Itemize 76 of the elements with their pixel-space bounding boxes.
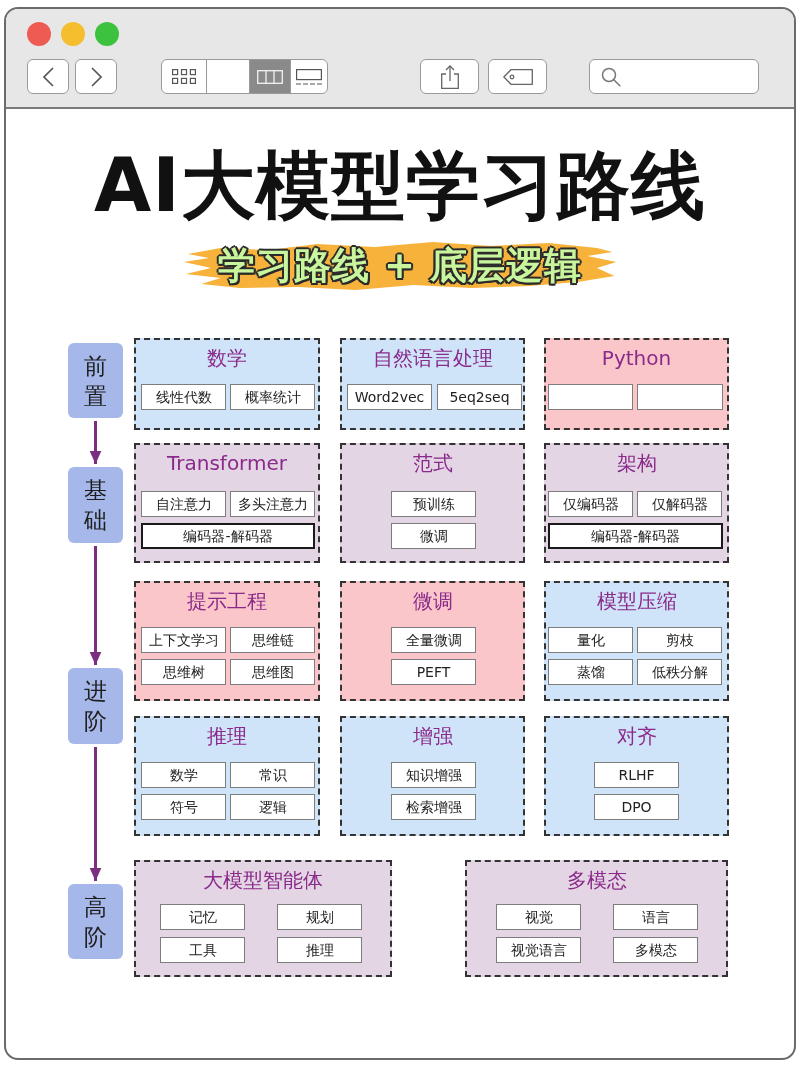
topic-box: 预训练 bbox=[391, 491, 476, 517]
group-panel bbox=[340, 443, 525, 563]
group-panel bbox=[134, 443, 320, 563]
blank-box bbox=[637, 384, 723, 410]
group-title: Python bbox=[601, 345, 672, 372]
topic-box: 线性代数 bbox=[141, 384, 226, 410]
group-panel bbox=[134, 338, 320, 430]
group-title: 数学 bbox=[207, 345, 247, 372]
stage-box: 基础 bbox=[68, 467, 123, 543]
topic-box: 蒸馏 bbox=[548, 659, 633, 685]
arrow bbox=[89, 421, 102, 464]
group-panel bbox=[340, 581, 525, 701]
stage-box: 前置 bbox=[68, 343, 123, 418]
group-panel bbox=[544, 338, 729, 430]
topic-box: 编码器-解码器 bbox=[548, 523, 723, 549]
group-title: 范式 bbox=[412, 450, 453, 477]
arrow bbox=[89, 747, 102, 881]
topic-box: 仅解码器 bbox=[637, 491, 722, 517]
topic-box: 语言 bbox=[613, 904, 698, 930]
group-panel bbox=[544, 716, 729, 836]
topic-box: 常识 bbox=[230, 762, 315, 788]
topic-box: 自注意力 bbox=[141, 491, 226, 517]
group-panel bbox=[544, 443, 729, 563]
arrow bbox=[89, 546, 102, 665]
topic-box: 上下文学习 bbox=[141, 627, 226, 653]
stage-box: 进阶 bbox=[68, 668, 123, 744]
topic-box: 微调 bbox=[391, 523, 476, 549]
topic-box: 思维图 bbox=[230, 659, 315, 685]
topic-box: 工具 bbox=[160, 937, 245, 963]
topic-box: 量化 bbox=[548, 627, 633, 653]
group-panel bbox=[340, 716, 525, 836]
group-title: 提示工程 bbox=[187, 588, 267, 615]
topic-box: 视觉语言 bbox=[496, 937, 581, 963]
group-title: 微调 bbox=[412, 588, 453, 615]
topic-box: RLHF bbox=[594, 762, 679, 788]
group-panel bbox=[544, 581, 729, 701]
topic-box: 概率统计 bbox=[230, 384, 315, 410]
group-title: 对齐 bbox=[616, 723, 657, 750]
topic-box: 检索增强 bbox=[391, 794, 476, 820]
topic-box: 编码器-解码器 bbox=[141, 523, 315, 549]
topic-box: 多头注意力 bbox=[230, 491, 315, 517]
topic-box: 5eq2seq bbox=[437, 384, 522, 410]
topic-box: 知识增强 bbox=[391, 762, 476, 788]
group-title: 多模态 bbox=[566, 867, 627, 894]
topic-box: 思维树 bbox=[141, 659, 226, 685]
group-title: 模型压缩 bbox=[596, 588, 677, 615]
topic-box: 全量微调 bbox=[391, 627, 476, 653]
stage-box: 高阶 bbox=[68, 884, 123, 959]
title: AI大模型学习路线 bbox=[94, 141, 706, 230]
topic-box: 推理 bbox=[277, 937, 362, 963]
group-panel bbox=[134, 716, 320, 836]
group-title: 自然语言处理 bbox=[372, 345, 493, 372]
topic-box: 思维链 bbox=[230, 627, 315, 653]
group-title: Transformer bbox=[167, 450, 287, 477]
topic-box: 视觉 bbox=[496, 904, 581, 930]
topic-box: Word2vec bbox=[347, 384, 432, 410]
topic-box: 符号 bbox=[141, 794, 226, 820]
topic-box: 记忆 bbox=[160, 904, 245, 930]
group-title: 架构 bbox=[616, 450, 657, 477]
topic-box: 仅编码器 bbox=[548, 491, 633, 517]
group-title: 推理 bbox=[207, 723, 247, 750]
topic-box: 逻辑 bbox=[230, 794, 315, 820]
group-panel bbox=[465, 860, 728, 977]
topic-box: 多模态 bbox=[613, 937, 698, 963]
group-panel bbox=[340, 338, 525, 430]
group-panel bbox=[134, 581, 320, 701]
group-title: 大模型智能体 bbox=[203, 867, 323, 894]
topic-box: DPO bbox=[594, 794, 679, 820]
topic-box: 剪枝 bbox=[637, 627, 722, 653]
group-title: 增强 bbox=[412, 723, 453, 750]
topic-box: PEFT bbox=[391, 659, 476, 685]
topic-box: 数学 bbox=[141, 762, 226, 788]
topic-box: 低秩分解 bbox=[637, 659, 722, 685]
blank-box bbox=[548, 384, 633, 410]
topic-box: 规划 bbox=[277, 904, 362, 930]
group-panel bbox=[134, 860, 392, 977]
